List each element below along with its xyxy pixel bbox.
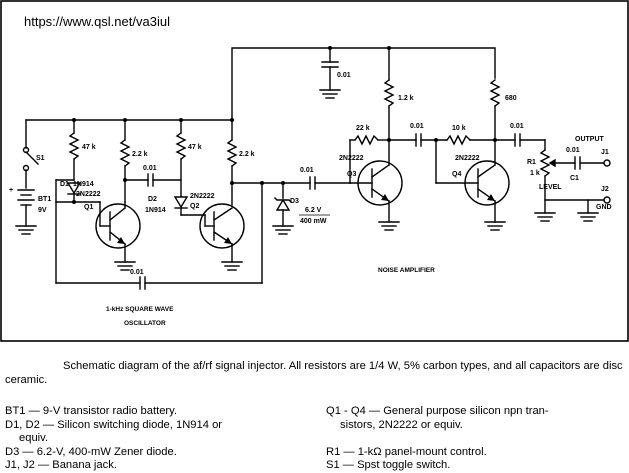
part-q1-q4: Q1 - Q4 — General purpose silicon npn tr… [326,405,549,417]
label-c-feedback: 0.01 [130,269,144,276]
label-d3: D3 [290,198,299,205]
label-noise-amp: NOISE AMPLIFIER [378,267,435,274]
label-d1-type: 1N914 [73,181,94,188]
label-10k: 10 k [452,125,466,132]
label-output: OUTPUT [575,136,605,143]
label-j1: J1 [601,149,609,156]
label-gnd: GND [596,204,612,211]
label-plus: + [9,187,13,194]
label-bt1: BT1 [38,196,51,203]
resistor-10k [446,134,471,146]
caption: Schematic diagram of the af/rf signal in… [5,360,625,387]
resistor-47k-b [175,132,187,160]
diode-d1 [66,182,82,195]
label-s1: S1 [36,155,45,162]
transistor-q2 [199,203,245,249]
schematic-border [0,0,629,342]
label-680: 680 [505,95,517,102]
label-osc-2: OSCILLATOR [124,320,166,327]
label-d2-type: 1N914 [145,207,166,214]
label-j2: J2 [601,186,609,193]
part-s1: S1 — Spst toggle switch. [326,459,451,472]
label-47k-a: 47 k [82,144,96,151]
label-q2: Q2 [190,203,199,210]
label-q3-type: 2N2222 [339,155,364,162]
part-q1-q4-cont: sistors, 2N2222 or equiv. [340,418,463,431]
resistor-2-2k-a [119,139,131,167]
label-r1: R1 [527,159,536,166]
part-bt1: BT1 — 9-V transistor radio battery. [5,405,178,417]
label-d2: D2 [148,196,157,203]
resistor-680 [489,79,501,107]
part-r1: R1 — 1-kΩ panel-mount control. [326,445,487,458]
parts-list-left: BT1 — 9-V transistor radio battery. D1, … [5,405,305,473]
label-q4-type: 2N2222 [455,155,480,162]
potentiometer-r1 [539,149,551,177]
label-bt1-voltage: 9V [38,207,47,214]
part-j1-j2: J1, J2 — Banana jack. [5,459,117,472]
label-level: LEVEL [539,184,562,191]
label-q1-type: 2N2222 [76,191,101,198]
label-1-2k: 1.2 k [398,95,414,102]
label-c-out: 0.01 [510,123,524,130]
part-d3: D3 — 6.2-V, 400-mW Zener diode. [5,445,177,458]
transistor-q1 [95,203,141,249]
label-c-top: 0.01 [337,72,351,79]
s1-lever [25,151,39,165]
wire-top-right [231,47,496,121]
part-d1-d2: D1, D2 — Silicon switching diode, 1N914 … [5,418,223,431]
label-q2-type: 2N2222 [190,193,215,200]
label-d3-power: 400 mW [300,218,327,225]
zener-d3 [275,198,291,211]
label-22k: 22 k [356,125,370,132]
label-d3-voltage: 6.2 V [305,207,322,214]
jack-j2 [603,196,611,204]
label-r1-value: 1 k [530,170,540,177]
label-2-2k-b: 2.2 k [239,151,255,158]
jack-j1 [603,159,611,167]
label-c-in: 0.01 [300,167,314,174]
caption-intro: Schematic diagram of the af/rf signal in… [5,360,623,386]
diode-d2 [173,196,189,209]
part-d1-d2-cont: equiv. [19,432,49,445]
label-d1: D1 [60,181,69,188]
label-c-osc: 0.01 [143,165,157,172]
resistor-22k [354,134,379,146]
label-c1: C1 [570,175,579,182]
label-c1-value: 0.01 [566,147,580,154]
label-q4: Q4 [452,171,461,178]
label-osc-1: 1-kHz SQUARE WAVE [106,306,174,313]
label-2-2k-a: 2.2 k [132,151,148,158]
resistor-47k-a [68,132,80,160]
parts-list-right: Q1 - Q4 — General purpose silicon npn tr… [326,405,626,473]
label-c-mid: 0.01 [410,123,424,130]
label-q1: Q1 [84,204,93,211]
transistor-q4 [464,160,510,206]
resistor-1-2k [383,79,395,107]
label-q3: Q3 [347,171,356,178]
resistor-2-2k-b [226,139,238,167]
label-47k-b: 47 k [188,144,202,151]
source-url: https://www.qsl.net/va3iul [24,14,170,29]
